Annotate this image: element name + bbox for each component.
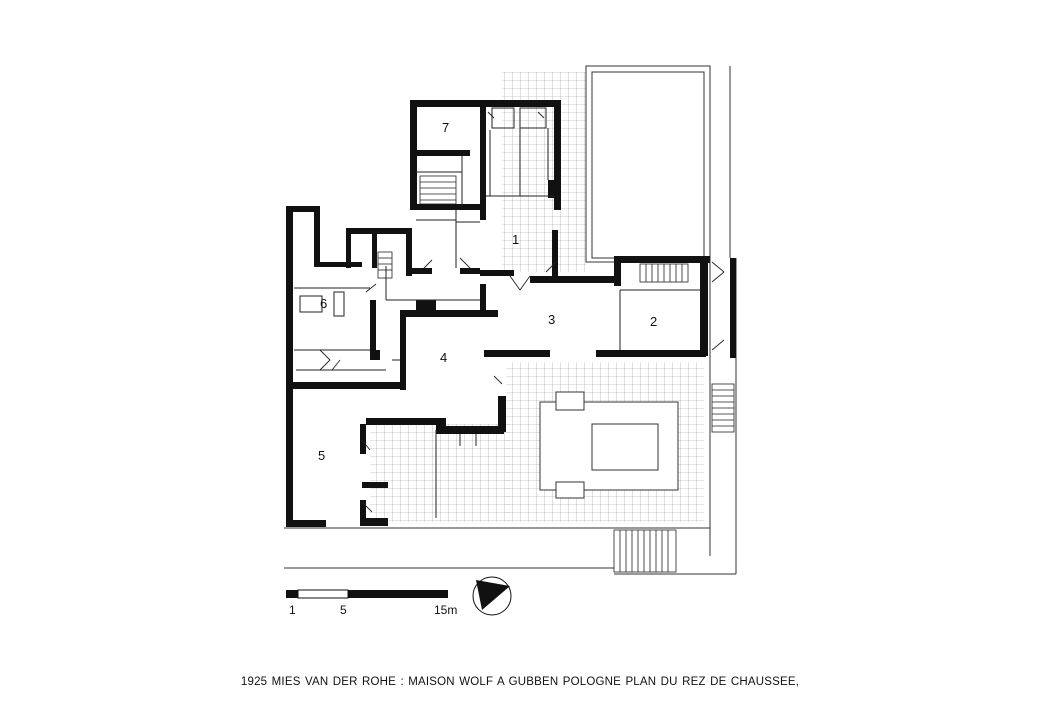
room-labels: 1 2 3 4 5 6 7 xyxy=(318,120,657,463)
room-label-4: 4 xyxy=(440,350,447,365)
room-label-3: 3 xyxy=(548,312,555,327)
walls xyxy=(286,100,736,527)
scale-mark-1: 1 xyxy=(289,603,296,617)
room-label-2: 2 xyxy=(650,314,657,329)
scale-bar: 1 5 15m xyxy=(286,589,457,617)
pool-inner xyxy=(591,423,659,471)
room-label-6: 6 xyxy=(320,296,327,311)
stairs xyxy=(377,175,735,573)
room-label-1: 1 xyxy=(512,232,519,247)
room-label-7: 7 xyxy=(442,120,449,135)
plan-caption: 1925 MIES VAN DER ROHE : MAISON WOLF A G… xyxy=(240,676,800,688)
room-label-5: 5 xyxy=(318,448,325,463)
lawn-outline xyxy=(585,65,711,263)
west-terrace-grid xyxy=(370,424,510,522)
door-swings xyxy=(319,111,725,513)
scale-mark-15: 15m xyxy=(434,603,457,617)
scale-mark-5: 5 xyxy=(340,603,347,617)
partitions xyxy=(294,107,700,518)
north-arrow-icon xyxy=(472,576,512,616)
